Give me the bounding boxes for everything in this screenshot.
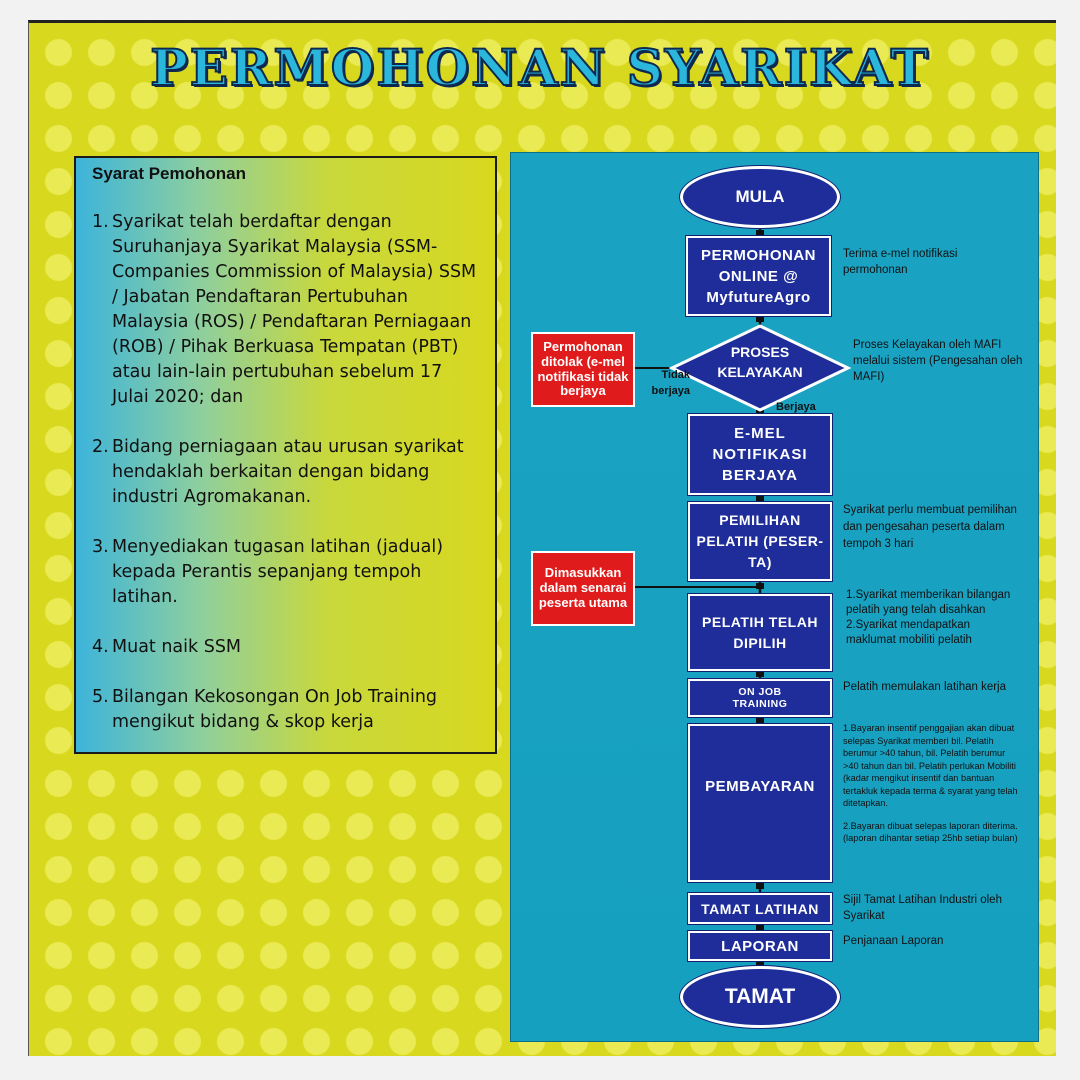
note-payment: 1.Bayaran insentif penggajian akan dibua… xyxy=(843,722,1023,845)
item-number: 2. xyxy=(92,437,109,457)
step-trainee-selection: PEMILIHAN PELATIH (PESER-TA) xyxy=(688,502,832,581)
note-payment-2: 2.Bayaran dibuat selepas laporan diterim… xyxy=(843,820,1018,844)
requirements-heading: Syarat Pemohonan xyxy=(92,164,246,183)
item-text: Bilangan Kekosongan On Job Training meng… xyxy=(112,687,438,732)
item-number: 4. xyxy=(92,637,109,657)
item-number: 1. xyxy=(92,212,109,232)
note-eligibility: Proses Kelayakan oleh MAFI melalui siste… xyxy=(853,339,1023,383)
list-item: 4.Muat naik SSM xyxy=(92,635,479,660)
page-title: PERMOHONAN SYARIKAT xyxy=(149,37,930,98)
item-text: Syarikat telah berdaftar dengan Suruhanj… xyxy=(112,212,477,407)
step-report: LAPORAN xyxy=(688,931,832,961)
label-not-successful: Tidak berjaya xyxy=(651,369,690,397)
item-text: Bidang perniagaan atau urusan syarikat h… xyxy=(112,437,464,507)
list-item: 1.Syarikat telah berdaftar dengan Suruha… xyxy=(92,210,479,410)
item-text: Menyediakan tugasan latihan (jadual) kep… xyxy=(112,537,444,607)
label-successful: Berjaya xyxy=(776,401,816,413)
list-item: 2.Bidang perniagaan atau urusan syarikat… xyxy=(92,435,479,510)
note-selected: 1.Syarikat memberikan bilangan pelatih y… xyxy=(846,588,1021,648)
step-training-complete: TAMAT LATIHAN xyxy=(688,893,832,924)
note-online: Terima e-mel notifikasi permohonan xyxy=(843,248,958,276)
list-item: 3.Menyediakan tugasan latihan (jadual) k… xyxy=(92,535,479,610)
rejected-box: Permohonan ditolak (e-mel notifikasi tid… xyxy=(531,332,635,407)
start-oval: MULA xyxy=(680,166,840,228)
item-text: Muat naik SSM xyxy=(112,637,242,657)
list-item: 5.Bilangan Kekosongan On Job Training me… xyxy=(92,685,479,735)
note-training-complete: Sijil Tamat Latihan Industri oleh Syarik… xyxy=(843,894,1002,922)
step-trainee-selected: PELATIH TELAH DIPILIH xyxy=(688,594,832,671)
note-ojt: Pelatih memulakan latihan kerja xyxy=(843,681,1007,693)
end-oval: TAMAT xyxy=(680,966,840,1028)
note-report: Penjanaan Laporan xyxy=(843,935,944,947)
step-online-application: PERMOHONAN ONLINE @ MyfutureAgro xyxy=(686,236,831,316)
main-participant-list-box: Dimasukkan dalam senarai peserta utama xyxy=(531,551,635,626)
requirements-box: Syarat Pemohonan 1.Syarikat telah berdaf… xyxy=(74,156,497,754)
requirements-list: 1.Syarikat telah berdaftar dengan Suruha… xyxy=(92,210,479,735)
step-payment: PEMBAYARAN xyxy=(688,724,832,882)
step-on-job-training: ON JOB TRAINING xyxy=(688,679,832,717)
item-number: 3. xyxy=(92,537,109,557)
step-eligibility-process: PROSES KELAYAKAN xyxy=(717,344,803,380)
note-selection: Syarikat perlu membuat pemilihan dan pen… xyxy=(843,504,1017,550)
note-selected-1: 1.Syarikat memberikan bilangan pelatih y… xyxy=(846,589,1011,616)
item-number: 5. xyxy=(92,687,109,707)
note-payment-1: 1.Bayaran insentif penggajian akan dibua… xyxy=(843,723,1018,808)
note-selected-2: 2.Syarikat mendapatkan maklumat mobiliti… xyxy=(846,619,972,646)
step-email-success: E-MEL NOTIFIKASI BERJAYA xyxy=(688,414,832,495)
